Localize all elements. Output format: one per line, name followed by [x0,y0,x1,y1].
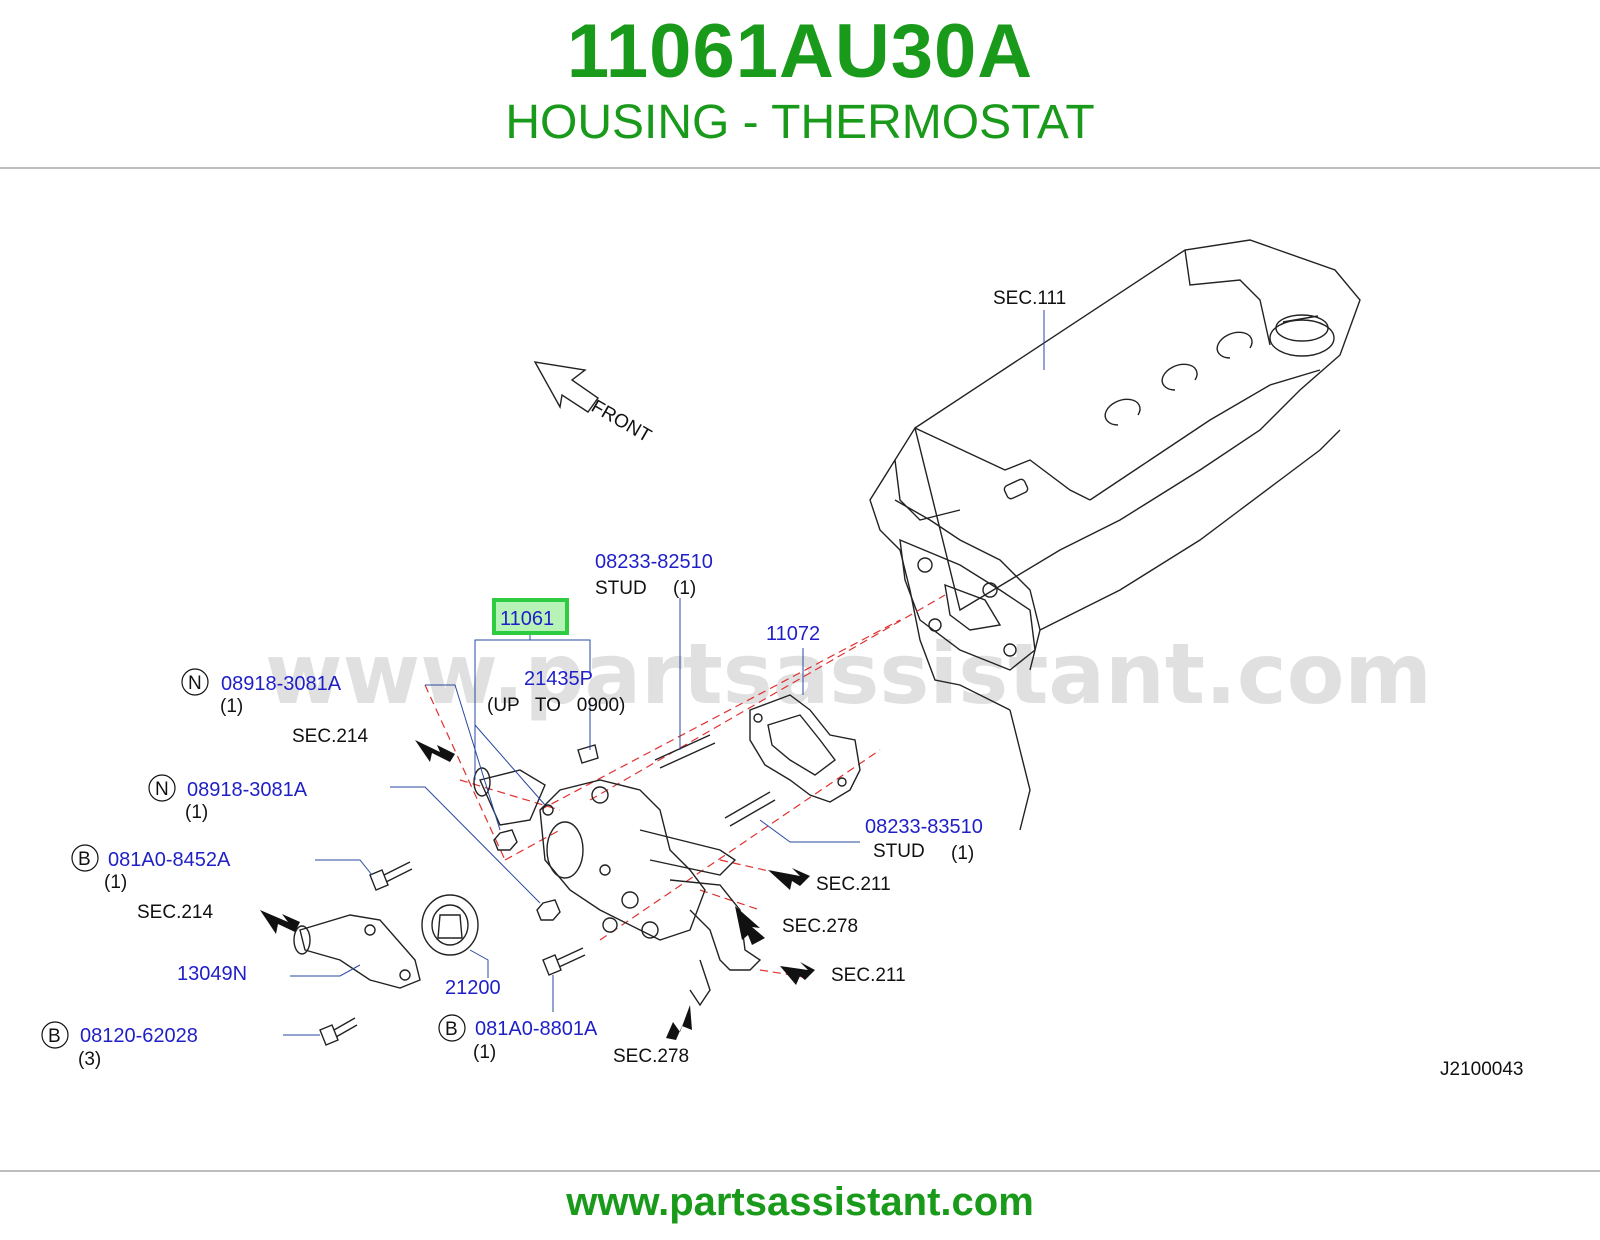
callout-bolt-a-qty: (1) [104,872,127,893]
leader-lines [283,310,1045,1036]
footer-url-link[interactable]: www.partsassistant.com [566,1180,1034,1224]
callout-stud-top-part[interactable]: 08233-82510 [595,551,713,573]
gasket-drawing [749,694,861,803]
callout-bolt-c-qty: (1) [473,1042,496,1063]
thermostat-housing-drawing [473,767,762,1007]
footer-divider [0,1170,1600,1172]
callout-stud-bottom-part[interactable]: 08233-83510 [865,816,983,838]
front-label: FRONT [588,396,656,447]
callout-bolt-b-qty: (3) [78,1049,101,1070]
highlight-box-11061 [492,598,569,635]
callout-stud-top-desc: STUD [595,578,647,599]
diagram-code: J2100043 [1440,1059,1523,1080]
bolt-b-badge-circle [41,1021,69,1049]
sec-214-label-b: SEC.214 [137,902,213,923]
water-outlet-drawing [293,914,421,989]
page-header: 11061AU30A HOUSING - THERMOSTAT [0,0,1600,168]
sec-278-label-b: SEC.278 [613,1046,689,1067]
sec-214-label-a: SEC.214 [292,726,368,747]
sec-211-label-a: SEC.211 [816,874,891,895]
nut-b-badge: N [155,779,169,800]
sec-211-label-b: SEC.211 [831,965,906,986]
part-name-subtitle: HOUSING - THERMOSTAT [505,96,1095,149]
callout-nut-b-qty: (1) [185,802,208,823]
callout-nut-a-part[interactable]: 08918-3081A [221,673,342,695]
callout-gasket-part[interactable]: 11072 [766,623,820,645]
nut-a-badge: N [188,673,202,694]
callout-bolt-a-part[interactable]: 081A0-8452A [108,849,231,871]
callout-water-outlet-part[interactable]: 13049N [177,963,247,985]
thermostat-drawing [421,894,479,956]
callout-housing-part[interactable]: 11061 [500,608,554,630]
callout-stud-top-qty: (1) [673,578,696,599]
bolts-drawing [319,861,586,1046]
nut-a-badge-circle [181,668,209,696]
sec-111-label: SEC.111 [993,288,1066,309]
bolt-b-badge: B [48,1026,61,1047]
front-direction-arrow [533,361,599,413]
callout-label-plate-part[interactable]: 21435P [524,668,593,690]
nuts-drawing [493,829,561,921]
engine-head-drawing [869,239,1361,831]
header-divider [0,167,1600,169]
nut-b-badge-circle [148,774,176,802]
sec-278-label-a: SEC.278 [782,916,858,937]
callout-stud-bottom-qty: (1) [951,843,974,864]
bolt-c-badge: B [445,1019,458,1040]
callout-stud-bottom-desc: STUD [873,841,925,862]
callout-label-plate-note: (UP TO 0900) [487,695,625,716]
bolt-c-badge-circle [438,1014,466,1042]
callout-nut-b-part[interactable]: 08918-3081A [187,779,308,801]
callout-bolt-b-part[interactable]: 08120-62028 [80,1025,198,1047]
flow-arrows [260,740,815,1040]
part-number-title: 11061AU30A [566,9,1034,94]
parts-diagram: www.partsassistant.com FRONT [41,239,1523,1080]
callout-thermostat-part[interactable]: 21200 [445,977,501,999]
bolt-a-badge: B [78,849,91,870]
studs-drawing [654,734,776,827]
bolt-a-badge-circle [71,844,99,872]
label-plate-drawing [577,744,599,764]
watermark-text: www.partsassistant.com [265,625,1432,723]
callout-nut-a-qty: (1) [220,696,243,717]
callout-bolt-c-part[interactable]: 081A0-8801A [475,1018,598,1040]
